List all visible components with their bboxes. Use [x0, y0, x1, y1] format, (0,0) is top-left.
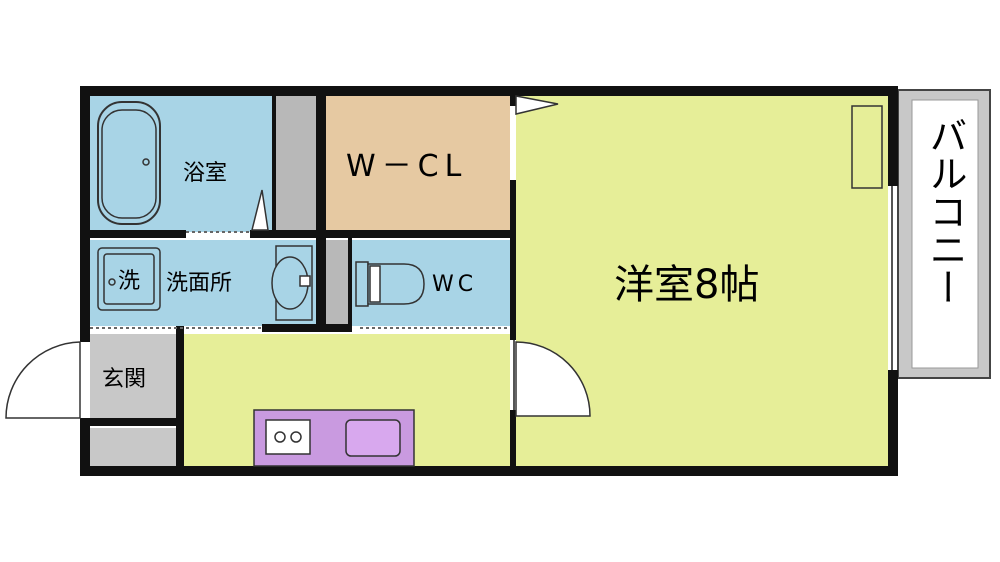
- sliding-doors: [90, 231, 510, 329]
- washer-pan: [97, 247, 161, 311]
- western-room-label: 洋室8帖: [614, 262, 759, 308]
- washer-label: 洗: [118, 269, 140, 294]
- bath-door: [251, 189, 269, 231]
- balcony-label: バルコニー: [923, 116, 967, 306]
- washbasin: [271, 245, 313, 321]
- sink-icon: [345, 419, 401, 457]
- air-conditioner: [851, 105, 883, 189]
- stove-burner-icon: [290, 431, 302, 443]
- entrance-label: 玄関: [102, 367, 146, 392]
- kitchen-counter: [253, 409, 415, 467]
- washroom-label: 洗面所: [166, 271, 232, 296]
- closet-door: [515, 95, 559, 115]
- room-door: [515, 341, 591, 417]
- bathtub-inner: [101, 109, 157, 219]
- bathtub: [97, 101, 161, 225]
- bathroom-label: 浴室: [183, 161, 227, 186]
- closet-area: [326, 96, 510, 230]
- walls: [80, 86, 898, 476]
- wc-pillar: [326, 240, 348, 326]
- toilet-label: WC: [432, 272, 477, 297]
- entrance-area: [90, 334, 176, 418]
- toilet-fixture: [355, 261, 425, 307]
- closet-pillar: [276, 96, 316, 230]
- window-lines: [513, 186, 893, 410]
- balcony-inner: [911, 99, 979, 369]
- stove-burner-icon: [274, 431, 286, 443]
- drain-icon: [142, 158, 150, 166]
- entrance-door: [5, 341, 81, 419]
- shoe-box: [90, 428, 176, 466]
- closet-label: W－CL: [346, 149, 467, 184]
